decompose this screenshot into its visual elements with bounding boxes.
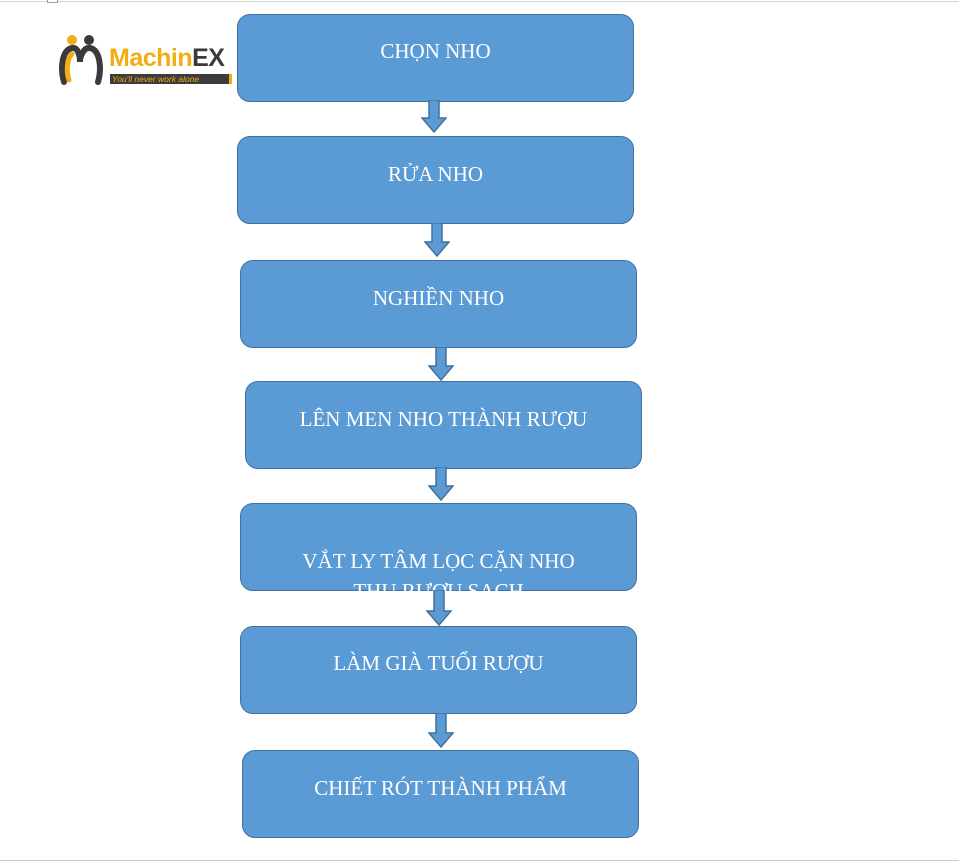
flow-step-4: LÊN MEN NHO THÀNH RƯỢU — [245, 381, 642, 469]
flow-arrow-3 — [428, 347, 454, 381]
flow-arrow-6 — [428, 713, 454, 748]
logo-tagline: You'll never work alone — [110, 74, 232, 84]
flow-step-1: CHỌN NHO — [237, 14, 634, 102]
page-top-border — [0, 1, 959, 2]
logo-wordmark: MachinEX — [109, 44, 225, 72]
page-bottom-border — [0, 860, 959, 861]
flow-step-5-label: VẮT LY TÂM LỌC CẶN NHO THU RƯỢU SẠCH — [302, 549, 575, 603]
flow-step-5: VẮT LY TÂM LỌC CẶN NHO THU RƯỢU SẠCH — [240, 503, 637, 603]
flow-step-1-label: CHỌN NHO — [380, 39, 491, 63]
flow-step-6-label: LÀM GIÀ TUỔI RƯỢU — [333, 651, 544, 675]
logo-name-part2: EX — [192, 44, 225, 72]
logo-name-part1: Machin — [109, 44, 193, 72]
flow-step-6: LÀM GIÀ TUỔI RƯỢU — [240, 626, 637, 714]
flow-step-2-label: RỬA NHO — [387, 162, 484, 186]
flow-step-7-label: CHIẾT RÓT THÀNH PHẨM — [314, 776, 567, 800]
two-people-logo-icon — [59, 35, 103, 85]
flow-step-7: CHIẾT RÓT THÀNH PHẨM — [242, 750, 639, 838]
page-corner-mark — [47, 0, 58, 3]
flow-arrow-2 — [424, 223, 450, 257]
flow-arrow-4 — [428, 467, 454, 501]
flow-step-2: RỬA NHO — [237, 136, 634, 224]
machinex-logo: MachinEX You'll never work alone — [58, 32, 236, 88]
flow-arrow-5 — [426, 590, 452, 626]
flow-step-3-label: NGHIỀN NHO — [372, 286, 505, 310]
flow-step-3: NGHIỀN NHO — [240, 260, 637, 348]
flow-step-4-label: LÊN MEN NHO THÀNH RƯỢU — [299, 407, 588, 431]
flow-arrow-1 — [421, 100, 447, 133]
